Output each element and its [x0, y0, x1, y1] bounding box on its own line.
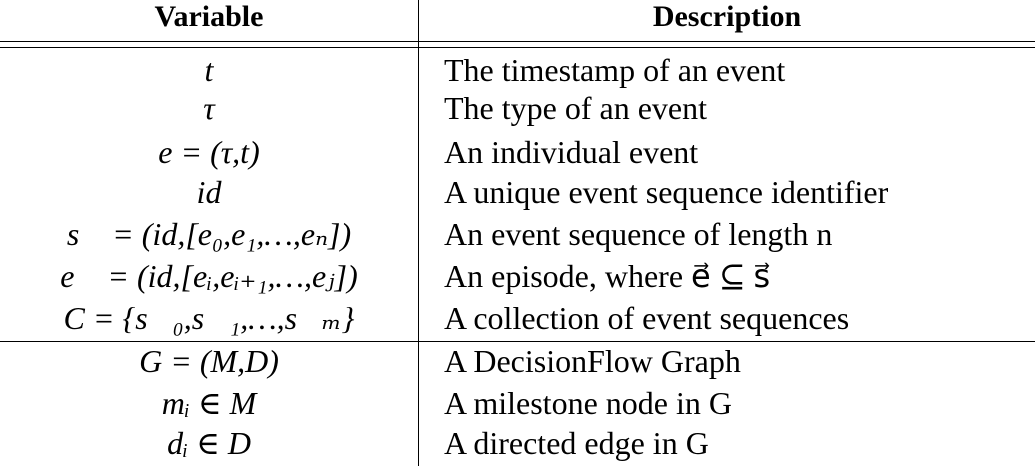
description-cell: A directed edge in G: [444, 425, 709, 461]
variable-cell: e⃗ = (id,[eᵢ,eᵢ₊₁,…,eⱼ]): [60, 258, 358, 294]
table-row: t The timestamp of an event: [0, 50, 1035, 90]
column-divider: [418, 0, 419, 466]
header-rule-bottom: [0, 47, 1035, 48]
table-row: dᵢ ∈ D A directed edge in G: [0, 423, 1035, 463]
description-cell: A collection of event sequences: [444, 300, 850, 336]
variable-cell: t: [204, 52, 214, 88]
variable-cell: s⃗ = (id,[e₀,e₁,…,eₙ]): [66, 216, 352, 252]
description-cell: A DecisionFlow Graph: [444, 343, 741, 379]
description-cell: An individual event: [444, 134, 699, 170]
table-row: C = {s⃗₀,s⃗₁,…,s⃗ₘ} A collection of even…: [0, 298, 1035, 338]
header-rule-top: [0, 41, 1035, 42]
variable-cell: id: [196, 174, 222, 210]
section-rule: [0, 341, 1035, 342]
table-row: id A unique event sequence identifier: [0, 172, 1035, 212]
variable-cell: G = (M,D): [139, 343, 279, 379]
description-cell: The timestamp of an event: [444, 52, 786, 88]
table-row: e = (τ,t) An individual event: [0, 132, 1035, 172]
variable-cell: e = (τ,t): [158, 134, 260, 170]
description-cell: The type of an event: [444, 90, 707, 126]
table-row: mᵢ ∈ M A milestone node in G: [0, 383, 1035, 423]
variable-cell: dᵢ ∈ D: [167, 425, 251, 461]
header-description: Description: [652, 0, 802, 33]
description-cell: A unique event sequence identifier: [444, 174, 889, 210]
table-row: G = (M,D) A DecisionFlow Graph: [0, 341, 1035, 381]
description-cell: A milestone node in G: [444, 385, 732, 421]
table-row: s⃗ = (id,[e₀,e₁,…,eₙ]) An event sequence…: [0, 214, 1035, 254]
description-cell: An event sequence of length n: [444, 216, 833, 252]
description-cell: An episode, where e⃗ ⊆ s⃗: [444, 258, 771, 294]
variable-cell: τ: [203, 90, 215, 126]
table-row: e⃗ = (id,[eᵢ,eᵢ₊₁,…,eⱼ]) An episode, whe…: [0, 256, 1035, 296]
table-row: τ The type of an event: [0, 88, 1035, 128]
header-variable: Variable: [154, 0, 264, 33]
variable-cell: C = {s⃗₀,s⃗₁,…,s⃗ₘ}: [63, 300, 355, 336]
variable-cell: mᵢ ∈ M: [161, 385, 257, 421]
